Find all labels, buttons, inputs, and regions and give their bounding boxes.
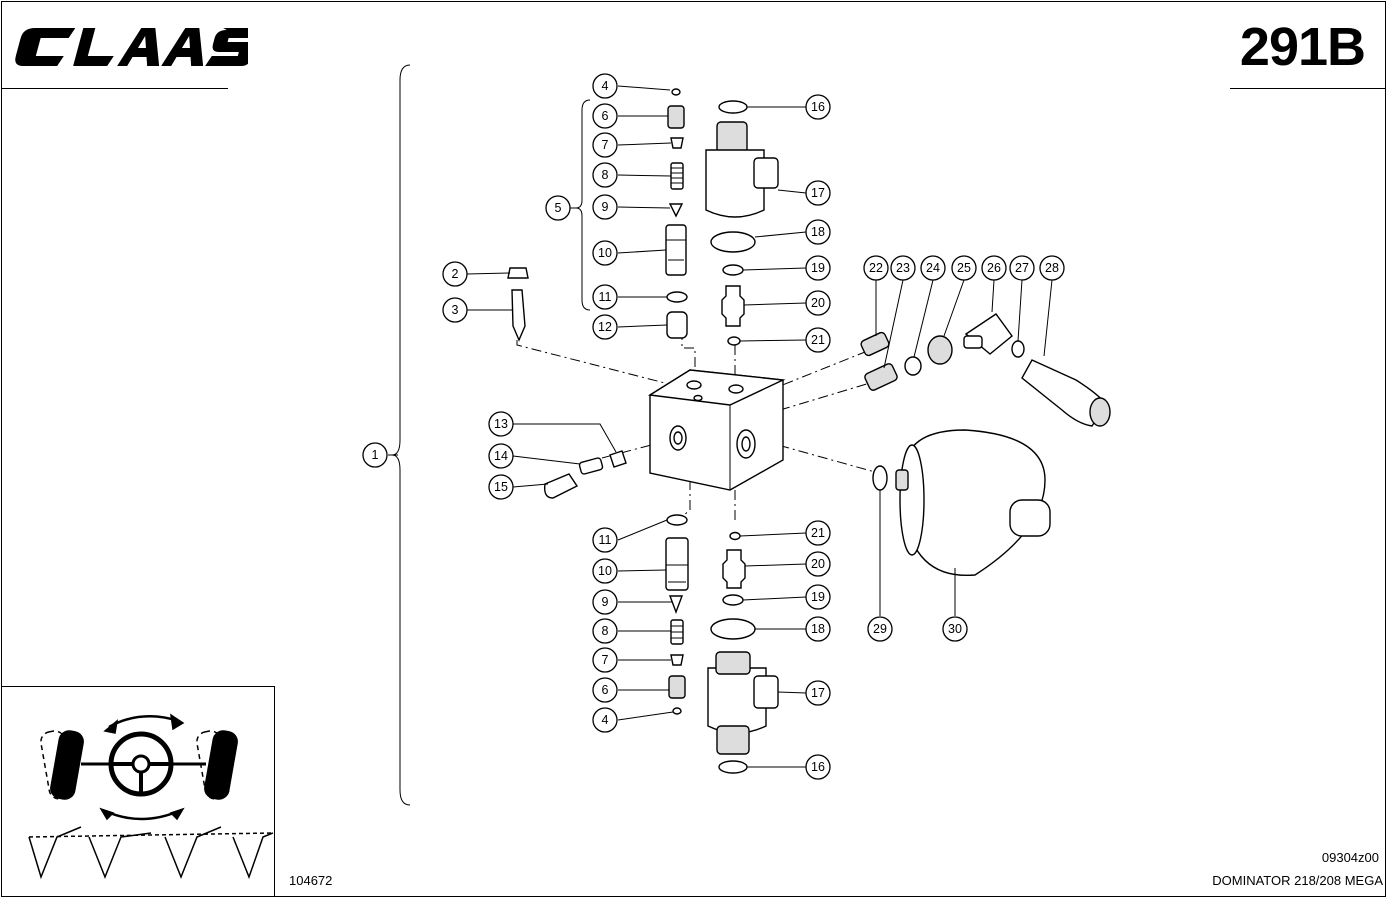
svg-text:11: 11 [599,290,612,304]
svg-text:15: 15 [494,480,508,494]
svg-text:23: 23 [896,261,910,275]
callout-18-bottom: 18 [805,616,831,642]
svg-text:17: 17 [811,186,825,200]
header-rule-right [1230,88,1386,89]
callout-13: 13 [488,411,514,437]
svg-text:21: 21 [811,333,825,347]
callout-10-bottom: 10 [592,558,618,584]
callout-11-top: 11 [592,284,618,310]
model-name: DOMINATOR 218/208 MEGA [1212,873,1383,888]
svg-text:10: 10 [598,246,612,260]
svg-text:7: 7 [602,653,609,667]
svg-text:16: 16 [811,760,825,774]
callout-25: 25 [951,255,977,281]
callout-4-bottom: 4 [592,707,618,733]
svg-text:18: 18 [811,225,825,239]
callout-17-top: 17 [805,180,831,206]
svg-text:8: 8 [602,624,609,638]
svg-text:12: 12 [598,320,612,334]
svg-text:4: 4 [602,713,609,727]
svg-text:13: 13 [494,417,508,431]
svg-text:3: 3 [452,303,459,317]
page-code: 291B [1239,17,1366,77]
claas-logo [15,28,248,66]
callout-9-top: 9 [592,194,618,220]
callout-17-bottom: 17 [805,680,831,706]
valve-block [647,369,786,491]
svg-text:29: 29 [873,622,887,636]
svg-text:25: 25 [957,261,971,275]
svg-text:1: 1 [372,448,379,462]
callout-20-top: 20 [805,290,831,316]
svg-text:28: 28 [1045,261,1059,275]
header-rule-left [1,88,228,89]
svg-text:26: 26 [987,261,1001,275]
callout-26: 26 [981,255,1007,281]
svg-text:22: 22 [869,261,883,275]
svg-text:5: 5 [555,201,562,215]
callout-24: 24 [920,255,946,281]
callout-2: 2 [442,261,468,287]
callout-7-top: 7 [592,132,618,158]
callout-7-bottom: 7 [592,647,618,673]
svg-text:2: 2 [452,267,459,281]
svg-text:19: 19 [811,590,825,604]
svg-text:24: 24 [926,261,940,275]
callout-1: 1 [362,442,388,468]
callout-9-bottom: 9 [592,589,618,615]
callout-27: 27 [1009,255,1035,281]
svg-text:9: 9 [602,200,609,214]
svg-text:6: 6 [602,109,609,123]
callout-23: 23 [890,255,916,281]
callout-22: 22 [863,255,889,281]
svg-text:30: 30 [948,622,962,636]
callout-11-bottom: 11 [592,527,618,553]
callout-29: 29 [867,616,893,642]
callout-5: 5 [545,195,571,221]
reference-number: 104672 [289,873,333,888]
callout-21-bottom: 21 [805,520,831,546]
callout-30: 30 [942,616,968,642]
accumulator [895,429,1051,577]
callout-3: 3 [442,297,468,323]
callout-19-top: 19 [805,255,831,281]
callout-12: 12 [592,314,618,340]
svg-text:9: 9 [602,595,609,609]
drawing-number: 09304z00 [1321,850,1379,865]
svg-text:8: 8 [602,168,609,182]
svg-text:4: 4 [602,79,609,93]
callout-21-top: 21 [805,327,831,353]
steering-system-icon [28,713,274,880]
callout-10-top: 10 [592,240,618,266]
callout-16-top: 16 [805,94,831,120]
callout-20-bottom: 20 [805,551,831,577]
callout-19-bottom: 19 [805,584,831,610]
svg-text:14: 14 [494,449,508,463]
svg-text:10: 10 [598,564,612,578]
steering-inset [1,686,275,897]
svg-text:11: 11 [599,533,612,547]
svg-text:17: 17 [811,686,825,700]
svg-text:7: 7 [602,138,609,152]
callout-8-top: 8 [592,162,618,188]
svg-text:21: 21 [811,526,825,540]
callout-6-top: 6 [592,103,618,129]
svg-text:18: 18 [811,622,825,636]
svg-text:19: 19 [811,261,825,275]
callout-18-top: 18 [805,219,831,245]
svg-text:20: 20 [811,557,825,571]
svg-text:6: 6 [602,683,609,697]
svg-text:27: 27 [1015,261,1029,275]
callout-6-bottom: 6 [592,677,618,703]
callout-16-bottom: 16 [805,754,831,780]
svg-text:16: 16 [811,100,825,114]
callout-4-top: 4 [592,73,618,99]
callout-8-bottom: 8 [592,618,618,644]
callout-14: 14 [488,443,514,469]
callout-15: 15 [488,474,514,500]
svg-text:20: 20 [811,296,825,310]
callout-28: 28 [1039,255,1065,281]
